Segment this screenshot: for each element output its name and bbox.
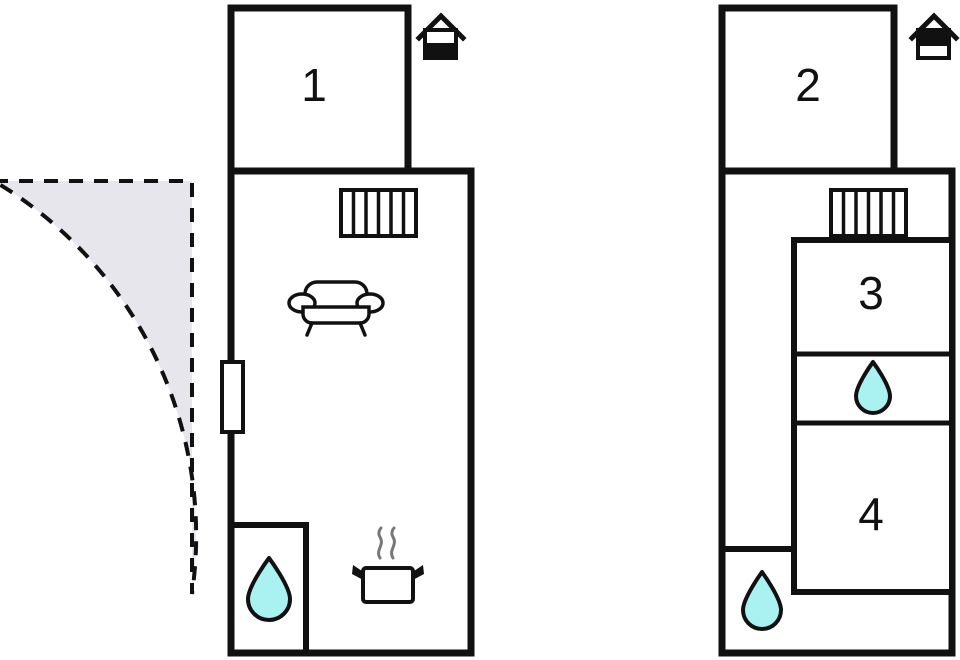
water-drop-icon (741, 570, 783, 631)
bathroom-ground-walls (231, 522, 309, 653)
first-floor-room-block (791, 237, 955, 595)
ground-floor-outline (227, 4, 475, 657)
cooking-pot-icon (352, 526, 424, 604)
stairs-icon (339, 188, 418, 238)
terrace-arc-icon (0, 179, 199, 595)
door-icon (220, 360, 245, 434)
room-label-2: 2 (795, 59, 821, 111)
sofa-icon (287, 280, 385, 337)
house-ground-floor-icon (415, 12, 467, 60)
room-label-4: 4 (858, 488, 884, 540)
house-first-floor-icon (908, 12, 960, 60)
water-drop-icon (246, 556, 292, 622)
room-label-1: 1 (301, 59, 327, 111)
stairs-icon (829, 188, 908, 238)
ground-floor-plan: 1 (0, 4, 475, 657)
room-label-3: 3 (858, 267, 884, 319)
first-floor-plan: 2 3 4 (718, 4, 960, 657)
water-drop-icon (854, 360, 892, 415)
